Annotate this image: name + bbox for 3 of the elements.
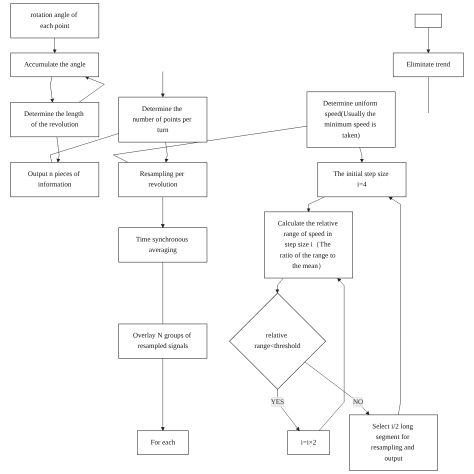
node-box	[414, 14, 442, 28]
connector	[162, 262, 164, 324]
connector	[428, 76, 429, 114]
